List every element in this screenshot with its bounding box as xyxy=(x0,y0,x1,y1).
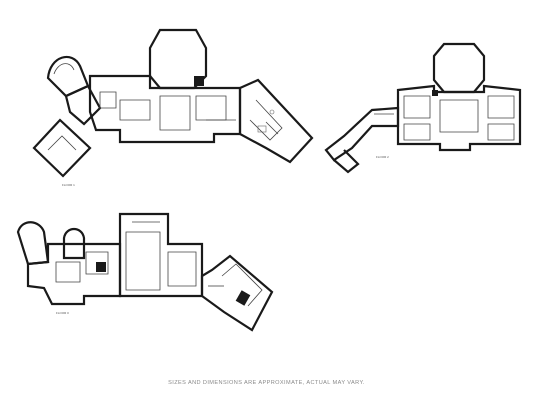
floor-plan-lower-level: FLOOR 0 xyxy=(16,212,274,332)
disclaimer-text: SIZES AND DIMENSIONS ARE APPROXIMATE, AC… xyxy=(168,380,365,386)
floor-label-floor-2: FLOOR 2 xyxy=(376,155,389,159)
floor-label-floor-1: FLOOR 1 xyxy=(62,183,75,187)
floor-plan-main-level: FLOOR 1 xyxy=(32,28,314,187)
floor-plan-upper-level: FLOOR 2 xyxy=(324,42,522,174)
floor-label-floor-0: FLOOR 0 xyxy=(56,311,69,315)
